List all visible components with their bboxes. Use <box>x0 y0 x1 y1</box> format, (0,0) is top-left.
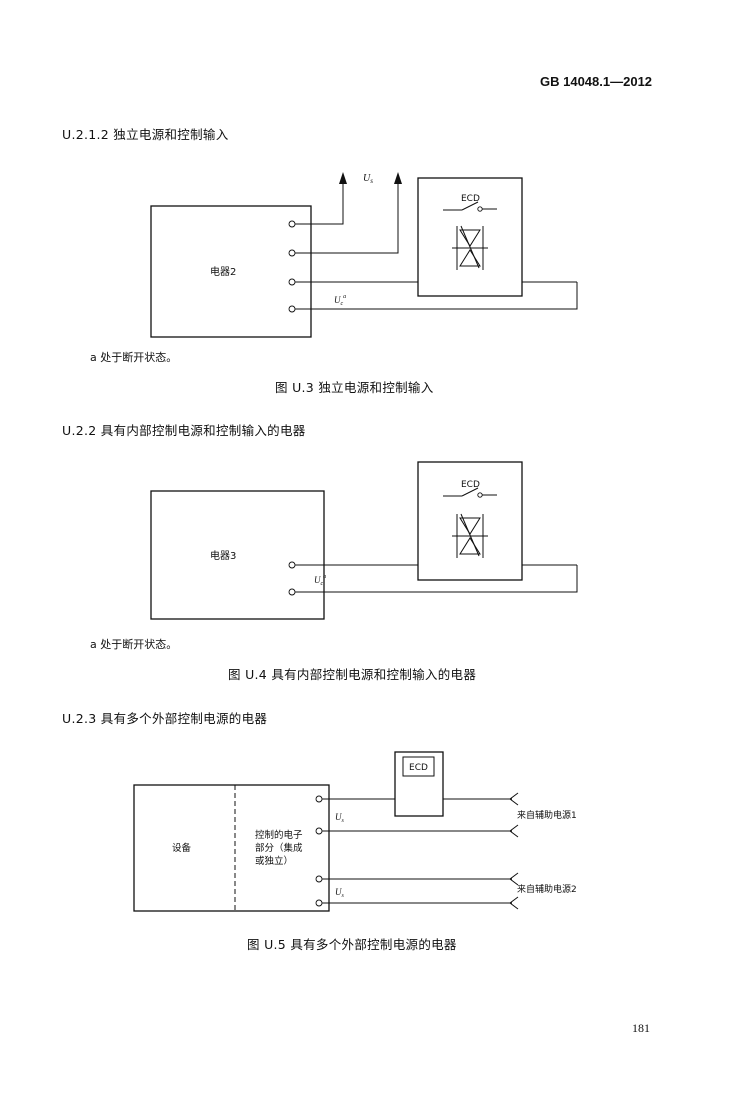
supply-line-1 <box>295 182 344 225</box>
connector-icon <box>509 896 519 910</box>
us-label-1: Us <box>335 812 345 824</box>
control-label-line-2: 部分（集成 <box>255 842 303 854</box>
figure-u4-diagram: 电器3 Uca ECD <box>150 461 578 620</box>
connector-icon <box>509 872 519 886</box>
connector-icon <box>509 792 519 806</box>
device-3-label: 电器3 <box>210 549 236 562</box>
footnote-u4: a 处于断开状态。 <box>90 638 178 651</box>
arrow-up-icon <box>394 172 402 184</box>
source-1-label: 来自辅助电源1 <box>517 809 577 821</box>
ecd-inner-box <box>402 756 435 777</box>
uc-label: Uca <box>334 294 346 307</box>
uc-label: Uca <box>314 574 326 587</box>
ecd-box <box>394 751 444 817</box>
page-number: 181 <box>632 1021 650 1035</box>
terminal-4 <box>315 899 323 907</box>
equipment-label: 设备 <box>172 842 192 854</box>
terminal-1 <box>315 795 323 803</box>
control-line-bottom <box>295 565 578 593</box>
arrow-up-icon <box>339 172 347 184</box>
caption-u3: 图 U.3 独立电源和控制输入 <box>275 380 434 395</box>
terminal-3 <box>315 875 323 883</box>
source-2-label: 来自辅助电源2 <box>517 883 577 895</box>
thyristor-icon <box>452 513 488 558</box>
terminal-2 <box>315 827 323 835</box>
ecd-box <box>417 461 523 581</box>
connector-icon <box>509 824 519 838</box>
figure-u5-diagram: 设备 控制的电子 部分（集成 或独立） ECD Us Us 来自辅助电源1 来自… <box>133 751 577 912</box>
device-box <box>133 784 330 912</box>
caption-u4: 图 U.4 具有内部控制电源和控制输入的电器 <box>228 667 477 682</box>
switch-blade <box>461 201 479 211</box>
thyristor-icon <box>452 225 488 270</box>
section-title-u22: U.2.2 具有内部控制电源和控制输入的电器 <box>62 423 306 438</box>
footnote-u3: a 处于断开状态。 <box>90 351 178 364</box>
switch-blade <box>461 487 479 497</box>
figure-u3-diagram: 电器2 Us Uca ECD <box>150 172 578 338</box>
supply-line-2 <box>295 182 399 254</box>
ecd-label: ECD <box>461 194 480 204</box>
ecd-label: ECD <box>461 480 480 490</box>
device-3-box <box>150 490 325 620</box>
us-label: Us <box>363 173 373 185</box>
device-2-box <box>150 205 312 338</box>
control-label-line-1: 控制的电子 <box>255 829 303 841</box>
ecd-box <box>417 177 523 297</box>
device-2-label: 电器2 <box>210 265 236 278</box>
section-title-u212: U.2.1.2 独立电源和控制输入 <box>62 127 229 142</box>
caption-u5: 图 U.5 具有多个外部控制电源的电器 <box>247 937 457 952</box>
section-title-u23: U.2.3 具有多个外部控制电源的电器 <box>62 711 268 726</box>
standard-number: GB 14048.1—2012 <box>540 74 653 89</box>
us-label-2: Us <box>335 887 345 899</box>
ecd-label: ECD <box>409 763 428 773</box>
control-line-bottom <box>295 282 578 310</box>
control-label-line-3: 或独立） <box>255 855 293 867</box>
